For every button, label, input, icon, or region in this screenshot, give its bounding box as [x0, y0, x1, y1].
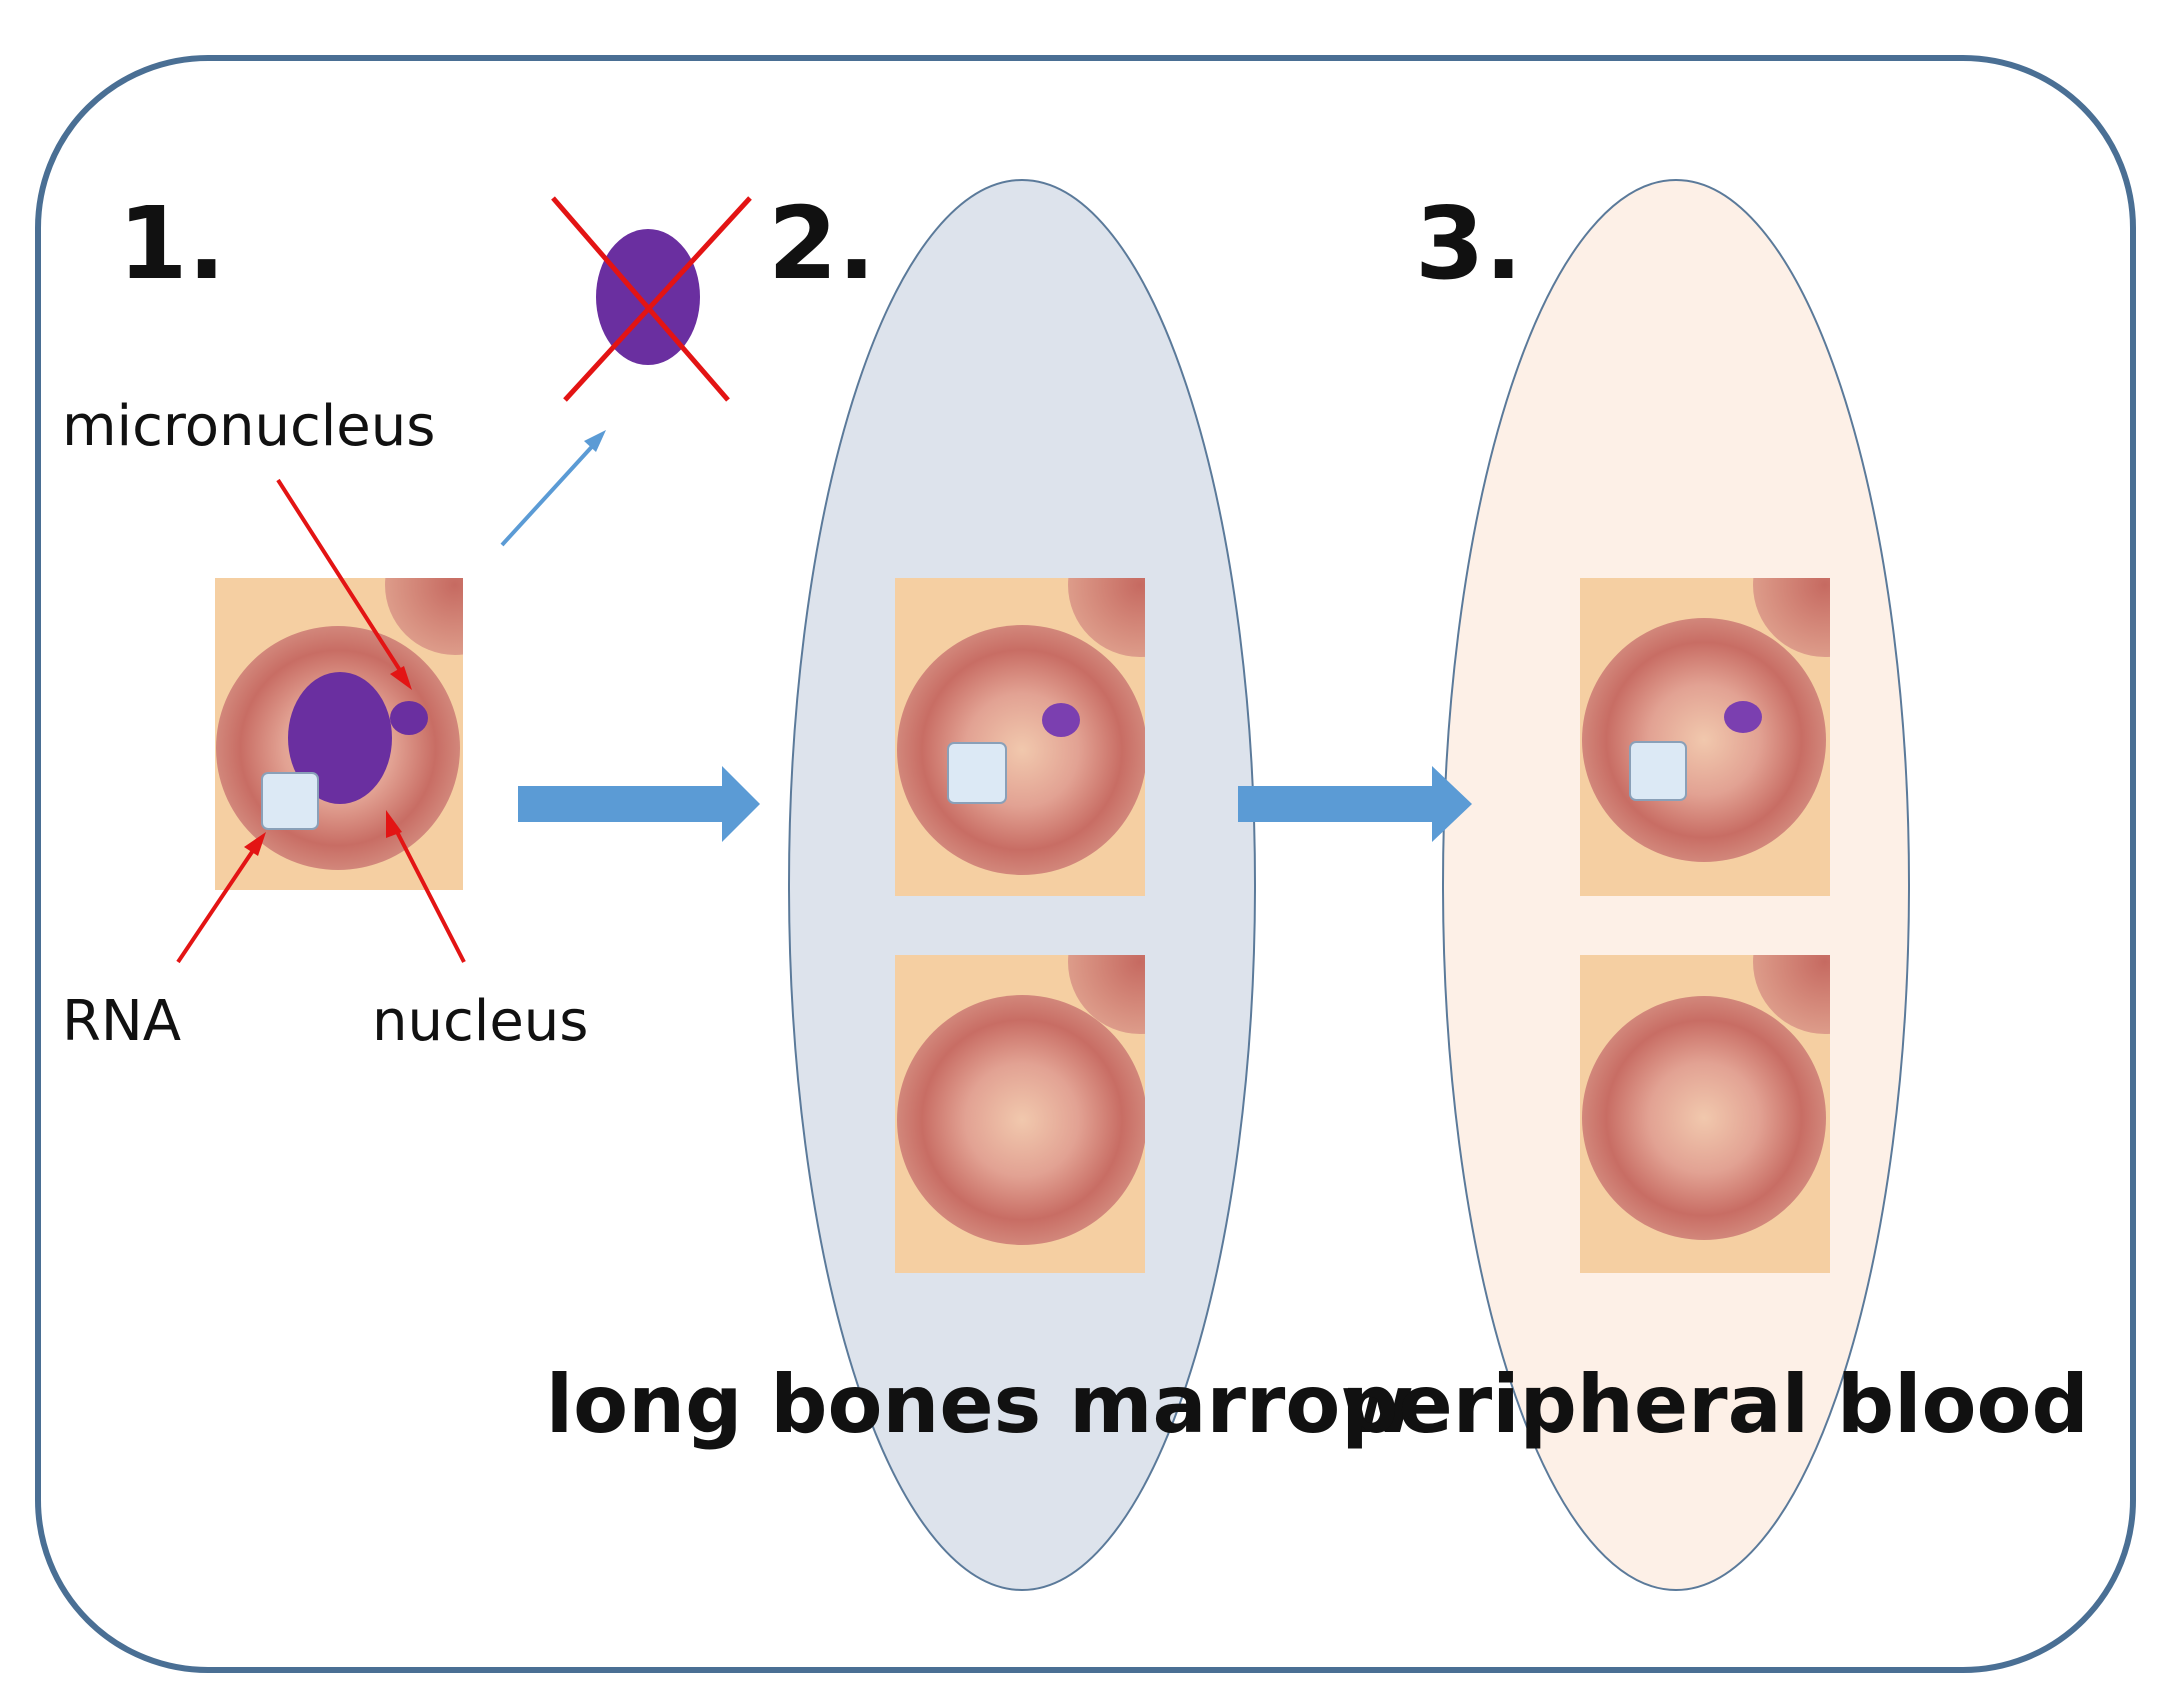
step-1-number: 1.	[118, 185, 226, 302]
step-2-number: 2.	[768, 185, 876, 302]
marrow-region-label: long bones marrow	[546, 1358, 1414, 1451]
rna-box	[1629, 741, 1687, 801]
enucleation-arrow	[500, 430, 606, 547]
rna-box	[947, 742, 1007, 804]
marrow-erythrocyte-cell	[895, 955, 1145, 1273]
nucleus-label: nucleus	[372, 989, 588, 1054]
cross-mark	[551, 196, 730, 402]
erythroblast-cell	[215, 578, 463, 890]
nucleus	[288, 672, 392, 804]
micronucleus	[1042, 703, 1080, 737]
blood-erythrocyte-cell	[1580, 955, 1830, 1273]
micronucleus	[390, 701, 428, 735]
flow-arrow-to-marrow	[518, 766, 760, 842]
rna-label: RNA	[62, 989, 181, 1054]
flow-arrow-to-blood	[1238, 766, 1472, 842]
rna-box	[261, 772, 319, 830]
micronucleus-label: micronucleus	[62, 394, 435, 459]
micronucleus	[1724, 701, 1762, 733]
nucleus-pointer	[386, 810, 466, 963]
rna-pointer	[176, 832, 266, 964]
step-3-number: 3.	[1415, 185, 1523, 302]
blood-region-label: peripheral blood	[1341, 1358, 2088, 1451]
marrow-reticulocyte-cell	[895, 578, 1145, 896]
blood-reticulocyte-cell	[1580, 578, 1830, 896]
expelled-nucleus	[551, 196, 752, 402]
cross-mark	[563, 196, 752, 402]
micronucleus-pointer	[276, 478, 412, 690]
